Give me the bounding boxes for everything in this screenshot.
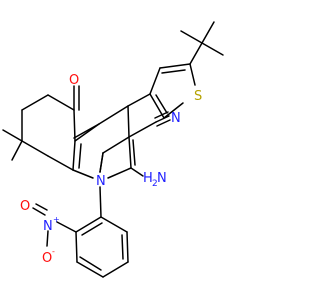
cyclohexanone-ring bbox=[21, 85, 80, 171]
nitro-oxygen-top-label: O bbox=[20, 199, 30, 214]
nitro-group bbox=[32, 203, 77, 247]
nitrile-group bbox=[128, 111, 171, 138]
nitrophenyl-ring bbox=[75, 186, 129, 278]
amino-hydrogen-count: 2 bbox=[152, 179, 158, 189]
gem-dimethyl-group bbox=[2, 129, 23, 161]
amino-nitrogen-label: N bbox=[157, 171, 167, 186]
dihydropyridine-ring bbox=[72, 105, 136, 179]
c4-thiophene-bond bbox=[127, 93, 151, 107]
nitro-nitrogen-label: N bbox=[43, 219, 53, 234]
tert-butyl-group bbox=[180, 21, 224, 65]
nitro-oxygen-charge: - bbox=[52, 247, 55, 256]
sulfur-atom-label: S bbox=[194, 89, 202, 104]
amino-bond bbox=[130, 167, 144, 177]
structure-svg: S N O H N 2 N N + O O - bbox=[2, 21, 224, 278]
nitrile-nitrogen-label: N bbox=[171, 111, 181, 126]
amino-hydrogen-label: H bbox=[143, 171, 153, 186]
thiophene-ring bbox=[149, 63, 196, 119]
molecule-diagram: S N O H N 2 N N + O O - bbox=[2, 21, 224, 278]
ring-nitrogen-label: N bbox=[96, 174, 106, 189]
carbonyl-oxygen-label: O bbox=[69, 73, 79, 88]
amino-group-label: H N 2 bbox=[143, 171, 167, 189]
nitro-oxygen-bottom-label: O bbox=[42, 251, 52, 266]
nitro-nitrogen-charge: + bbox=[53, 215, 60, 224]
